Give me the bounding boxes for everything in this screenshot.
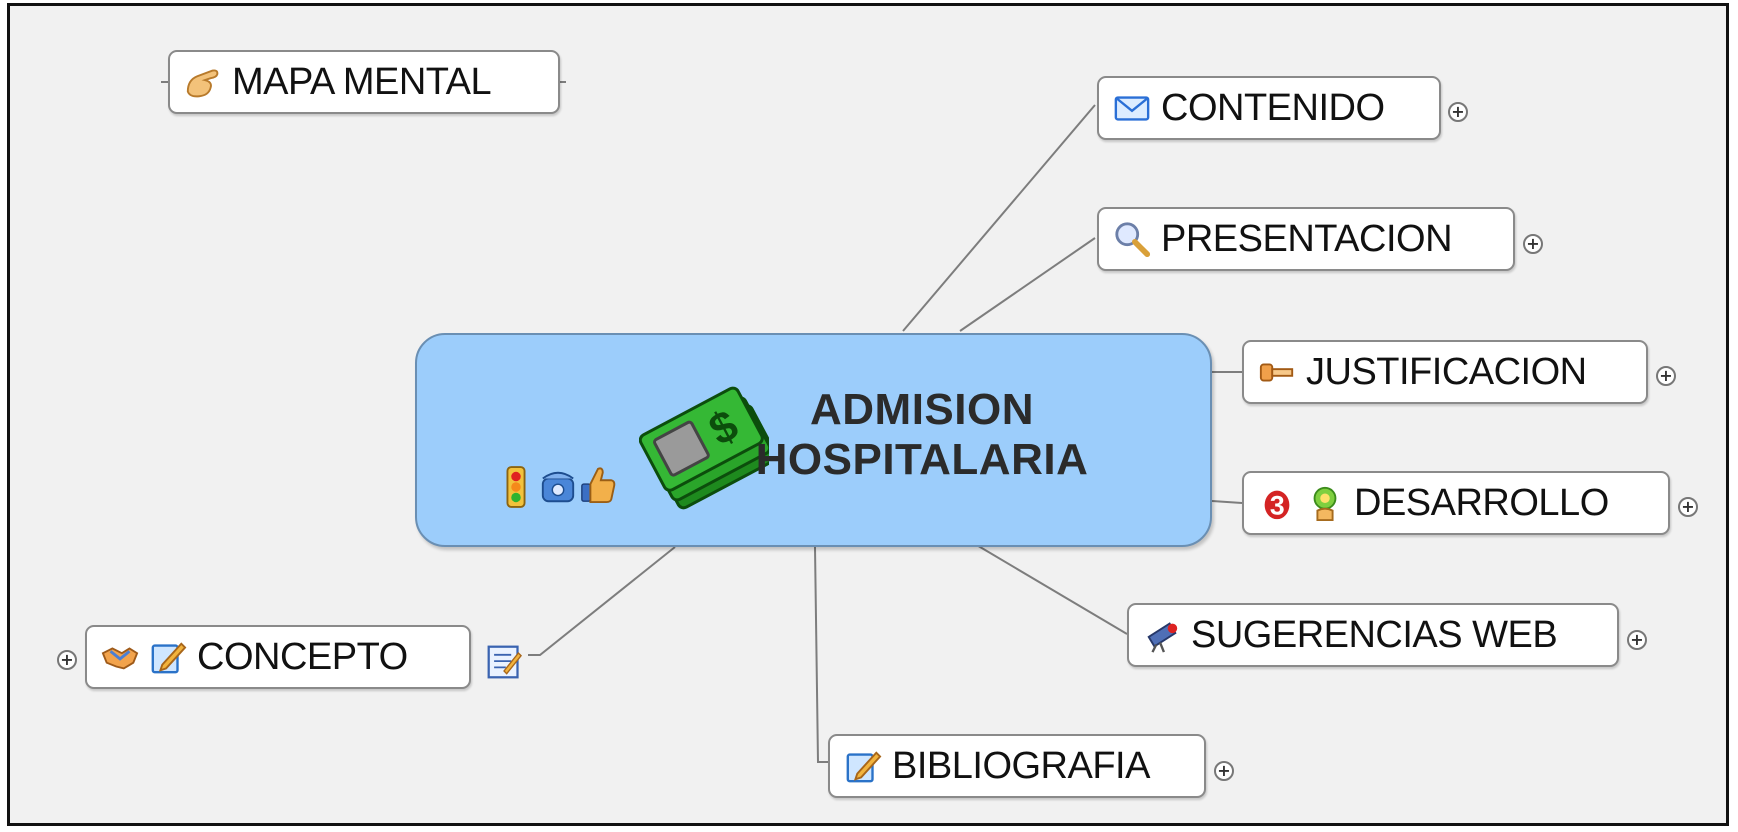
traffic-light-icon [506,466,526,508]
thumbs-up-icon [581,467,616,504]
handshake-icon [101,638,139,676]
link-sugerencias [974,543,1128,635]
hand-pointing-icon [184,63,222,101]
central-title-line-1: ADMISION [810,385,1034,434]
link-presentacion [959,237,1096,332]
expand-presentacion-button[interactable]: + [1523,234,1543,254]
topic-concepto[interactable]: CONCEPTO [85,625,471,689]
expand-sugerencias-button[interactable]: + [1627,630,1647,650]
topic-label: SUGERENCIAS WEB [1191,613,1558,656]
central-topic-title: ADMISION HOSPITALARIA [747,385,1097,485]
topic-contenido[interactable]: CONTENIDO [1097,76,1441,140]
number-3-icon: 3 [1258,484,1296,522]
connector-lines [161,81,1243,763]
floating-topic-mapa-mental[interactable]: MAPA MENTAL [168,50,560,114]
expand-contenido-button[interactable]: + [1448,102,1468,122]
envelope-icon [1113,89,1151,127]
telescope-icon [1143,616,1181,654]
topic-label: BIBLIOGRAFIA [892,744,1150,787]
expand-desarrollo-button[interactable]: + [1678,497,1698,517]
expand-concepto-button[interactable]: + [57,650,77,670]
edit-pencil-icon [149,638,187,676]
topic-sugerencias-web[interactable]: SUGERENCIAS WEB [1127,603,1619,667]
topic-presentacion[interactable]: PRESENTACION [1097,207,1515,271]
edit-pencil-icon [844,747,882,785]
telephone-icon [541,471,575,503]
expand-bibliografia-button[interactable]: + [1214,761,1234,781]
lightbulb-person-icon [1306,484,1344,522]
topic-label: CONCEPTO [197,635,408,678]
magnifier-icon [1113,220,1151,258]
topic-label: PRESENTACION [1161,217,1453,260]
topic-label: MAPA MENTAL [232,60,492,103]
mind-map-canvas: MAPA MENTAL CONTENIDO + PRESENTACION + J… [7,3,1729,826]
link-concepto [528,546,676,656]
svg-text:3: 3 [1270,490,1284,520]
note-icon[interactable] [486,644,523,680]
central-title-line-2: HOSPITALARIA [755,435,1089,484]
topic-label: CONTENIDO [1161,86,1385,129]
expand-justificacion-button[interactable]: + [1656,366,1676,386]
topic-label: JUSTIFICACION [1306,350,1587,393]
link-desarrollo [1211,500,1243,504]
central-topic-admision-hospitalaria[interactable]: $ ADMISION HOSPITALARIA [415,333,1212,547]
topic-bibliografia[interactable]: BIBLIOGRAFIA [828,734,1206,798]
topic-label: DESARROLLO [1354,481,1609,524]
money-icon: $ [639,386,769,510]
link-bibliografia [814,546,828,763]
topic-desarrollo[interactable]: 3 DESARROLLO [1242,471,1670,535]
link-contenido [902,104,1096,332]
topic-justificacion[interactable]: JUSTIFICACION [1242,340,1648,404]
key-icon [1258,353,1296,391]
